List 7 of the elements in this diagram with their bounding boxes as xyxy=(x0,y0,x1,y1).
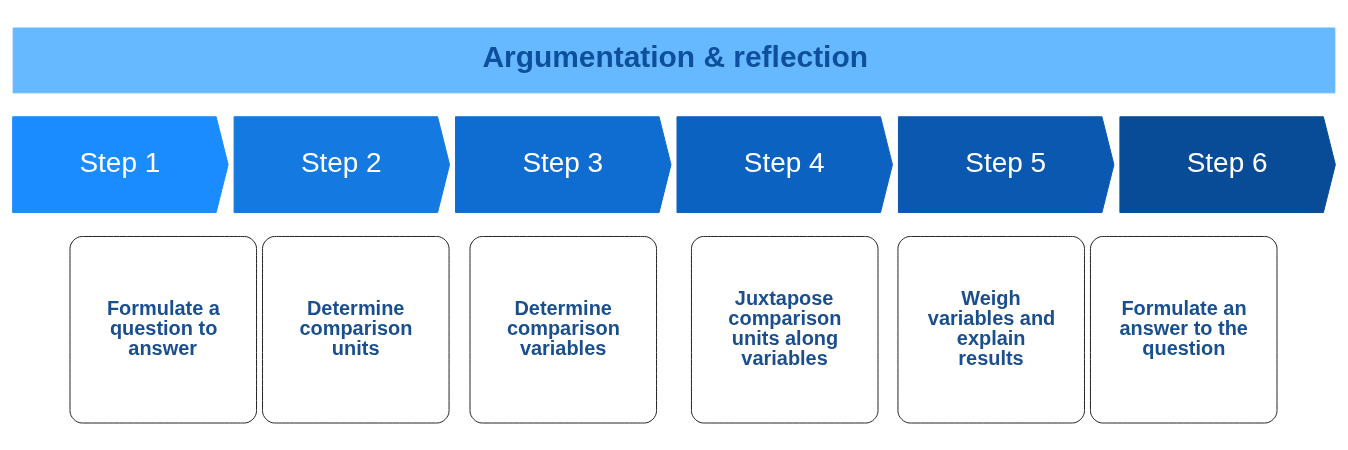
node-box: Weigh variables and explain results xyxy=(897,235,1085,423)
node-box: Juxtapose comparison units along variables xyxy=(690,235,879,423)
node-box: Argumentation & reflection xyxy=(12,27,1336,93)
node-box: Formulate an answer to the question xyxy=(1089,235,1278,423)
node-box: Determine comparison units xyxy=(262,235,450,423)
node-box: Formulate a question to answer xyxy=(69,235,258,423)
node-box: Determine comparison variables xyxy=(469,235,658,423)
